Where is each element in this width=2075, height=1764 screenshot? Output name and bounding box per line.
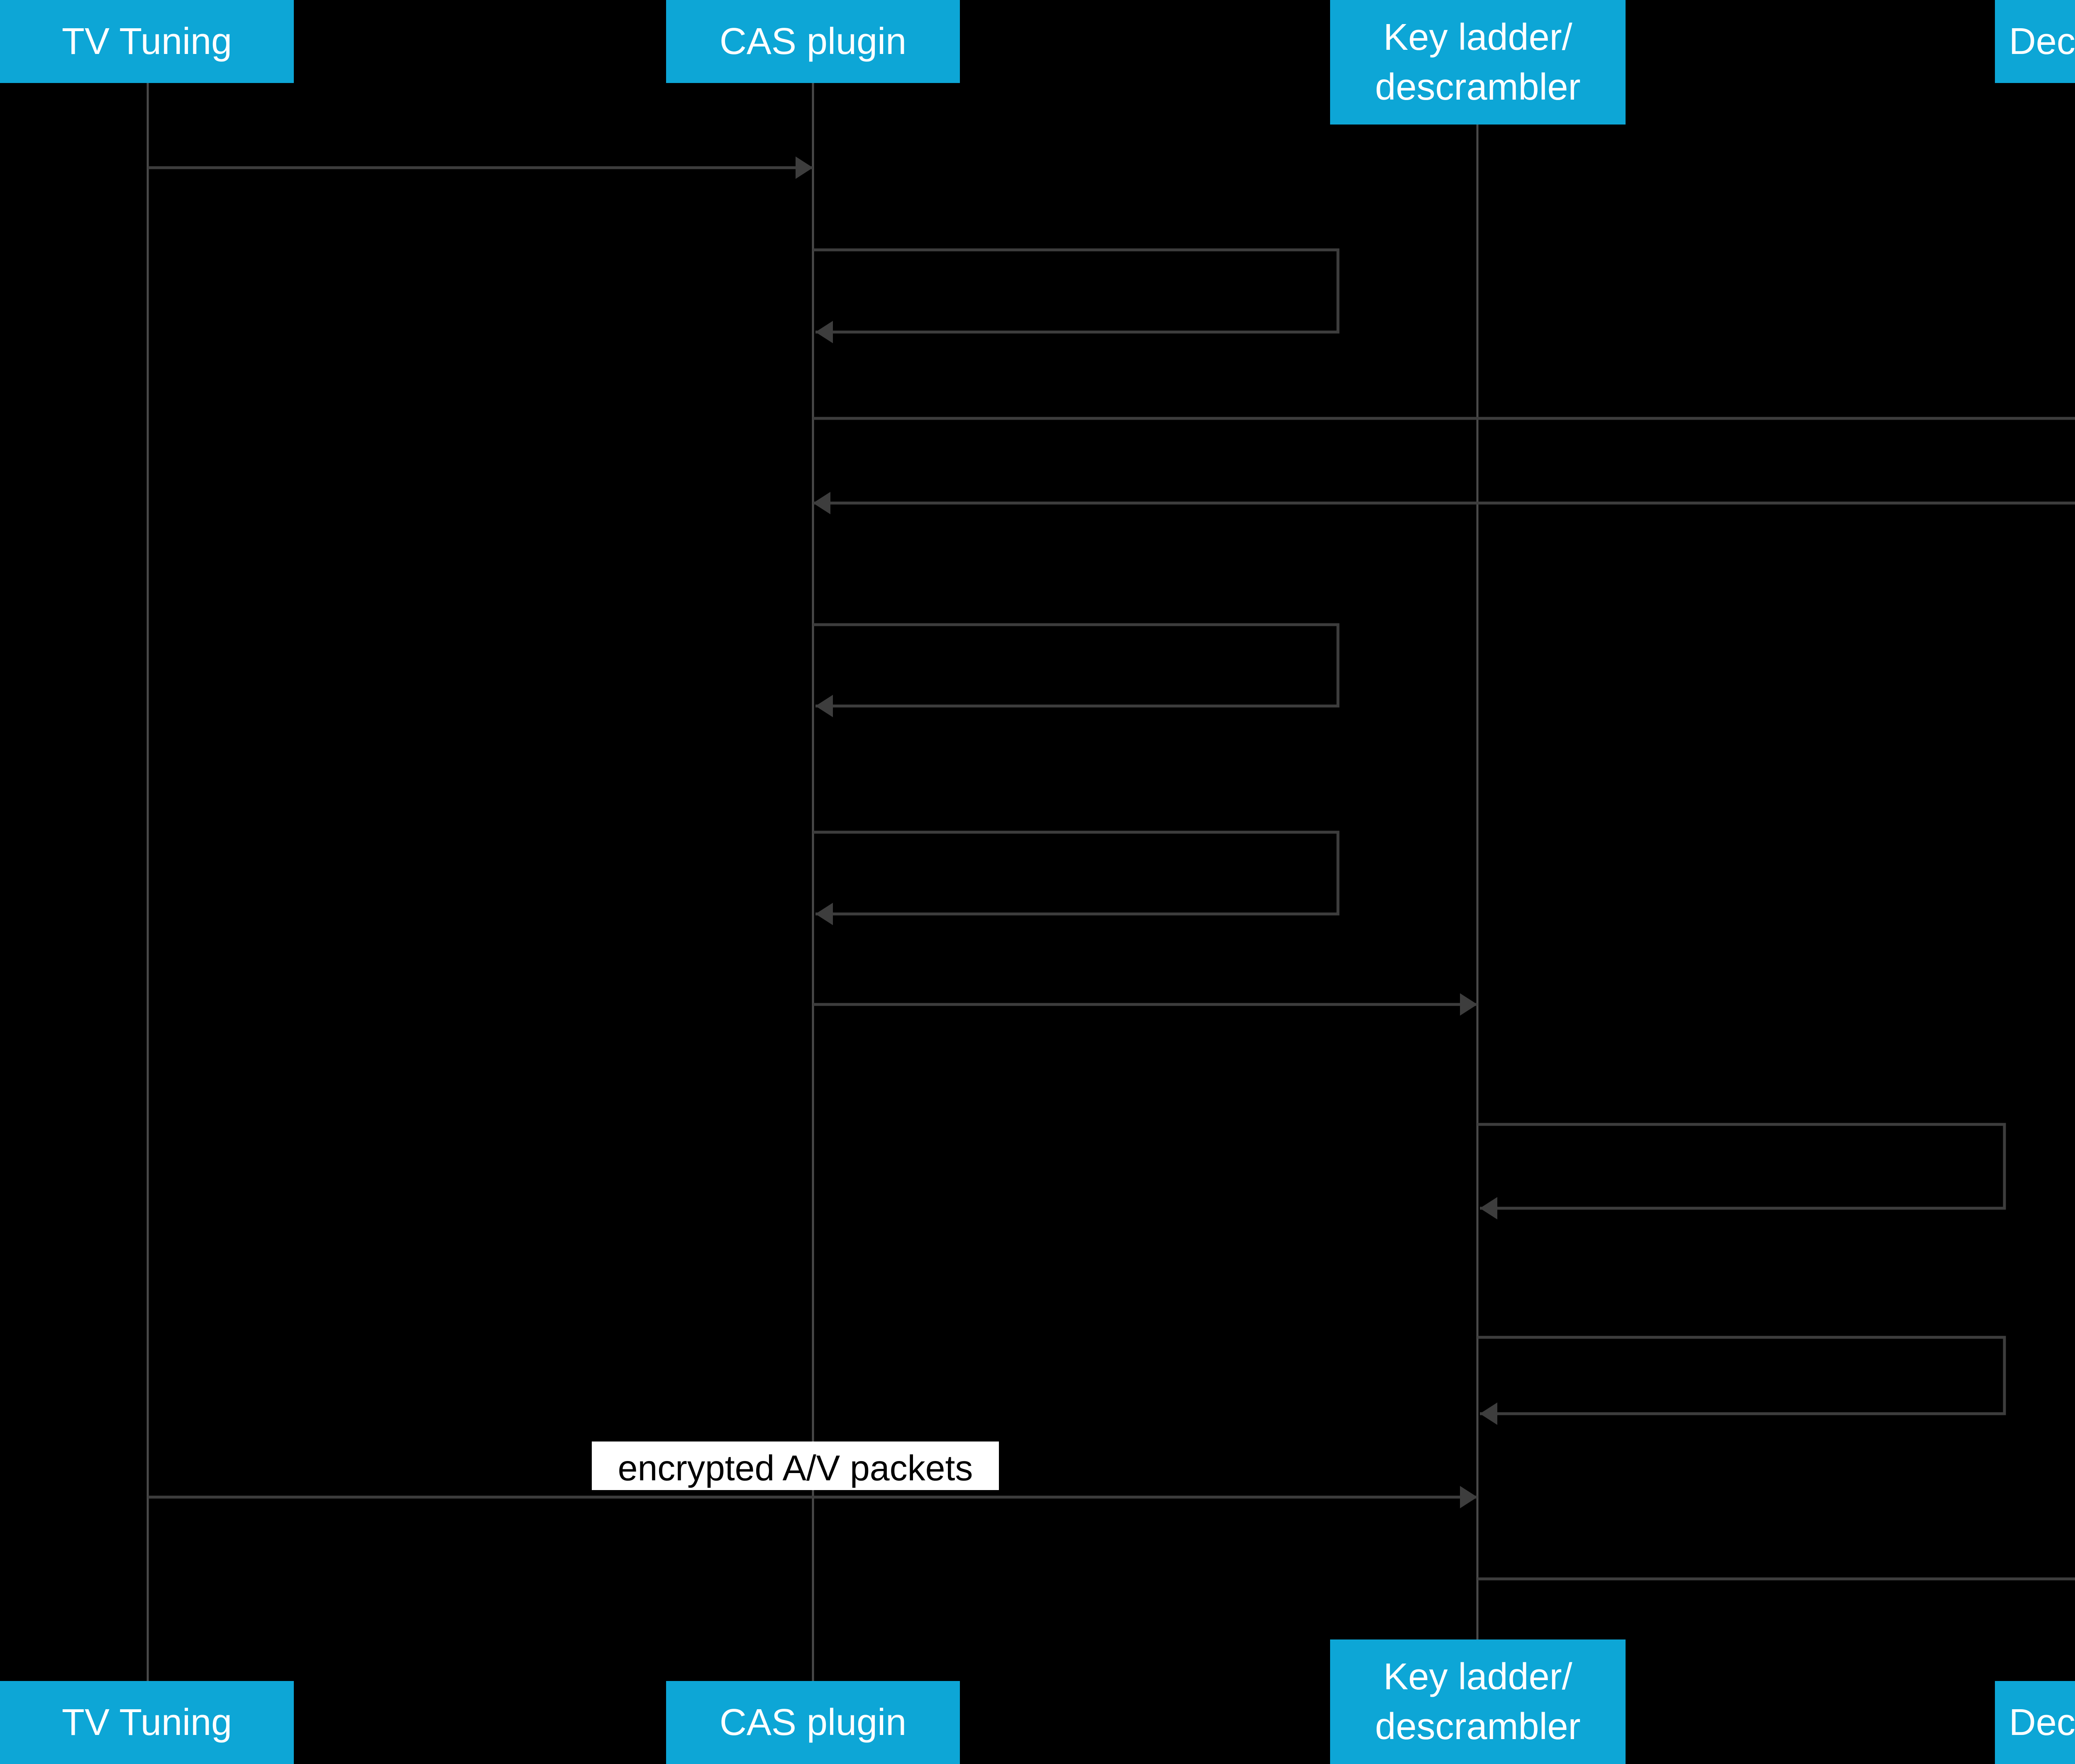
- actor-top-label-key-ladder-descrambler: descrambler: [1375, 66, 1580, 108]
- actor-bottom-box-tv-tuning: [0, 1681, 294, 1764]
- actor-top-label-tv-tuning: TV Tuning: [62, 21, 232, 62]
- actor-top-box-cas-plugin: [666, 0, 960, 83]
- actor-bottom-label-key-ladder-descrambler: Key ladder/: [1383, 1656, 1572, 1698]
- self-message-key-ladder-descrambler: [1477, 1123, 2006, 1219]
- self-message-key-ladder-descrambler: [1477, 1336, 2006, 1425]
- actor-bottom-label-decode-display: Decode, display: [2009, 1702, 2075, 1743]
- actor-bottom-label-tv-tuning: TV Tuning: [62, 1702, 232, 1743]
- actor-top-box-tv-tuning: [0, 0, 294, 83]
- self-message-cas-plugin: [813, 831, 1340, 925]
- actor-bottom-box-cas-plugin: [666, 1681, 960, 1764]
- actor-bottom-box-decode-display: [1995, 1681, 2075, 1764]
- self-message-cas-plugin: [813, 248, 1340, 343]
- actor-bottom-label-cas-plugin: CAS plugin: [720, 1702, 906, 1743]
- message-label-box: [592, 1441, 999, 1490]
- actor-top-label-cas-plugin: CAS plugin: [720, 21, 906, 62]
- actor-top-box-key-ladder-descrambler: [1330, 0, 1626, 125]
- actor-top-box-decode-display: [1995, 0, 2075, 83]
- message-label: encrypted A/V packets: [618, 1449, 973, 1488]
- actor-top-label-decode-display: Decode, display: [2009, 21, 2075, 62]
- actor-bottom-label-key-ladder-descrambler: descrambler: [1375, 1706, 1580, 1747]
- actor-top-label-key-ladder-descrambler: Key ladder/: [1383, 17, 1572, 58]
- actor-bottom-box-key-ladder-descrambler: [1330, 1639, 1626, 1764]
- self-message-cas-plugin: [813, 623, 1340, 717]
